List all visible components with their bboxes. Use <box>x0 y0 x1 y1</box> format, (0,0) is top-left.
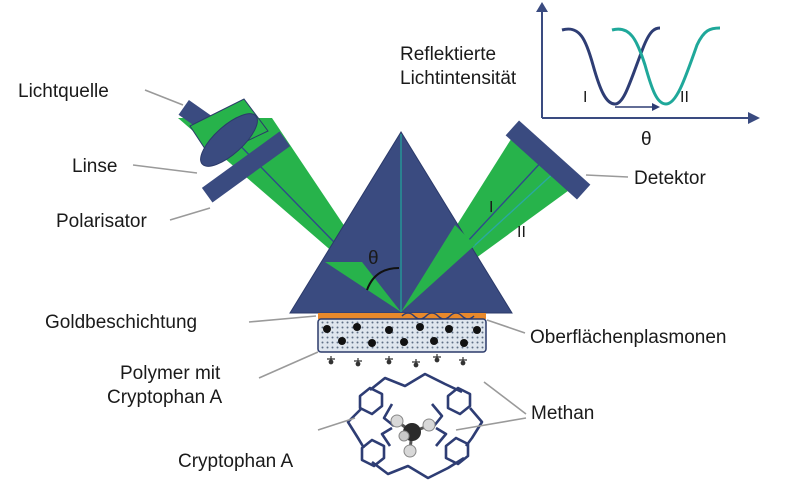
theta-arc <box>366 267 400 291</box>
beam-1-label: I <box>489 199 493 216</box>
label-cryptophan: Cryptophan A <box>178 451 293 472</box>
plasmon-wave <box>401 312 475 320</box>
prism-beam-incident <box>325 262 401 312</box>
inset-y-arrowhead <box>536 2 548 12</box>
inset-curve-2-label: II <box>680 89 689 106</box>
prism-beam-reflected <box>401 225 475 312</box>
inset-shift-arrowhead <box>652 103 660 111</box>
polarizer <box>201 131 291 203</box>
lens <box>200 113 258 167</box>
inset-x-arrowhead <box>748 112 760 124</box>
detector <box>505 120 591 200</box>
label-polarisator: Polarisator <box>56 211 147 232</box>
label-polymer-line2: Cryptophan A <box>107 387 222 408</box>
label-oberflaechenplasmonen: Oberflächenplasmonen <box>530 327 726 348</box>
label-polymer-line1: Polymer mit <box>120 363 221 384</box>
polymer-cryptophane-balls <box>323 323 481 347</box>
label-methan: Methan <box>531 403 594 424</box>
inset-xlabel: θ <box>641 129 652 150</box>
label-lichtquelle: Lichtquelle <box>18 81 109 102</box>
label-detektor: Detektor <box>634 168 706 189</box>
inset-plot: I II Reflektierte Lichtintensität θ <box>400 2 760 150</box>
beam-2-label: II <box>517 224 526 241</box>
leader-lines <box>132 89 629 431</box>
inset-ylabel-line1: Reflektierte <box>400 44 496 65</box>
polymer-layer <box>317 318 487 353</box>
theta-label: θ <box>368 248 379 269</box>
methane-molecules-small <box>327 354 467 368</box>
inset-curve-1 <box>561 26 661 106</box>
inset-ylabel-line2: Lichtintensität <box>400 68 517 89</box>
inset-curve-1-label: I <box>583 89 587 106</box>
label-goldbeschichtung: Goldbeschichtung <box>45 312 197 333</box>
methane-molecule <box>390 414 436 458</box>
cryptophane-cage <box>346 372 484 480</box>
inset-curve-2 <box>611 26 721 106</box>
label-linse: Linse <box>72 156 117 177</box>
